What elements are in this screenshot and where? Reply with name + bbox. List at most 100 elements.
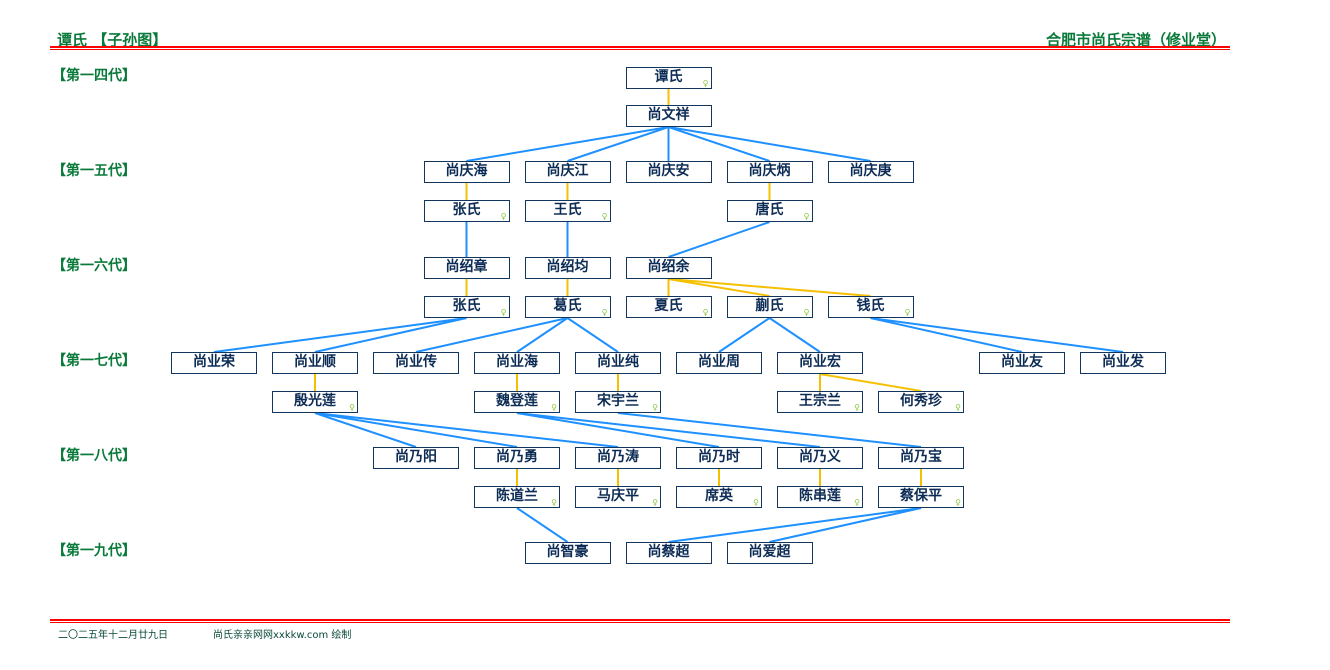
female-icon: ♀ [803, 308, 810, 317]
person-node[interactable]: 钱氏♀ [827, 296, 914, 318]
person-node[interactable]: 张氏♀ [423, 296, 510, 318]
person-node[interactable]: 王宗兰♀ [777, 391, 863, 413]
person-name: 尚文祥 [647, 107, 690, 123]
person-name: 席英 [705, 488, 733, 504]
person-node[interactable]: 张氏 ♀ [423, 200, 510, 222]
child-line [668, 126, 871, 162]
person-name: 尚智豪 [546, 544, 589, 560]
female-icon: ♀ [854, 498, 860, 507]
person-node[interactable]: 宋宇兰 ♀ [575, 391, 661, 413]
person-node[interactable]: 尚业发 [1080, 352, 1166, 374]
person-node[interactable]: 尚庆安 [625, 161, 712, 183]
child-line [516, 412, 821, 448]
person-node[interactable]: 尚庆江 [524, 161, 611, 183]
person-name: 张氏 [452, 298, 481, 314]
person-node[interactable]: 尚乃涛 [575, 447, 661, 469]
person-name: 葛氏 [553, 298, 582, 314]
person-node[interactable]: 夏氏♀ [625, 296, 712, 318]
person-name: 尚庆庚 [849, 163, 892, 179]
person-node[interactable]: 尚业友 [979, 352, 1065, 374]
female-icon: ♀ [955, 403, 961, 412]
female-icon: ♀ [349, 403, 355, 412]
female-icon: ♀ [652, 403, 658, 412]
person-node[interactable]: 尚业海 [474, 352, 560, 374]
person-name: 尚庆炳 [748, 163, 791, 179]
person-node[interactable]: 何秀珍♀ [878, 391, 964, 413]
footer-divider [50, 619, 1230, 623]
person-node[interactable]: 唐氏♀ [726, 200, 813, 222]
child-line [516, 317, 569, 353]
person-name: 尚爱超 [748, 544, 791, 560]
female-icon: ♀ [854, 403, 860, 412]
person-name: 蒯氏 [755, 298, 784, 314]
person-name: 尚庆江 [546, 163, 589, 179]
person-name: 尚蔡超 [647, 544, 690, 560]
person-name: 尚乃义 [799, 449, 841, 465]
person-node[interactable]: 尚庆海 [423, 161, 510, 183]
person-name: 尚庆安 [647, 163, 690, 179]
person-node[interactable]: 尚文祥 [625, 105, 712, 127]
person-node[interactable]: 谭氏♀ [625, 67, 712, 89]
person-name: 尚业荣 [193, 354, 235, 370]
person-node[interactable]: 尚蔡超 [625, 542, 712, 564]
person-node[interactable]: 尚爱超 [726, 542, 813, 564]
person-node[interactable]: 尚乃义 [777, 447, 863, 469]
person-node[interactable]: 尚智豪 [524, 542, 611, 564]
person-name: 陈串莲 [799, 488, 841, 504]
female-icon: ♀ [753, 498, 759, 507]
person-node[interactable]: 席英 ♀ [676, 486, 762, 508]
person-node[interactable]: 陈道兰♀ [474, 486, 560, 508]
person-node[interactable]: 尚乃时 [676, 447, 762, 469]
person-name: 宋宇兰 [597, 393, 639, 409]
child-line [415, 317, 568, 353]
person-node[interactable]: 尚业顺 [272, 352, 358, 374]
footer-credit: 尚氏亲亲网网xxkkw.com 绘制 [213, 630, 352, 641]
person-name: 尚乃时 [698, 449, 740, 465]
person-node[interactable]: 尚庆庚 [827, 161, 914, 183]
person-node[interactable]: 尚绍余 [625, 257, 712, 279]
person-node[interactable]: 陈串莲 ♀ [777, 486, 863, 508]
person-node[interactable]: 殷光莲♀ [272, 391, 358, 413]
person-name: 尚业海 [496, 354, 538, 370]
generation-label: 【第一六代】 [52, 258, 136, 274]
child-line [769, 507, 922, 543]
person-node[interactable]: 尚庆炳 [726, 161, 813, 183]
person-node[interactable]: 尚业荣 [171, 352, 257, 374]
person-name: 尚业顺 [294, 354, 336, 370]
person-name: 尚业友 [1001, 354, 1043, 370]
child-line [567, 126, 669, 162]
person-node[interactable]: 尚乃勇 [474, 447, 560, 469]
person-node[interactable]: 葛氏♀ [524, 296, 611, 318]
person-node[interactable]: 尚业宏 [777, 352, 863, 374]
person-node[interactable]: 蔡保平♀ [878, 486, 964, 508]
child-line [668, 126, 770, 162]
person-node[interactable]: 尚绍均 [524, 257, 611, 279]
person-name: 尚乃勇 [496, 449, 538, 465]
child-line [516, 507, 569, 543]
person-node[interactable]: 蒯氏 ♀ [726, 296, 813, 318]
generation-label: 【第一九代】 [52, 543, 136, 559]
person-name: 尚乃宝 [900, 449, 942, 465]
female-icon: ♀ [702, 79, 709, 88]
person-node[interactable]: 王氏♀ [524, 200, 611, 222]
person-node[interactable]: 马庆平 ♀ [575, 486, 661, 508]
person-node[interactable]: 尚业周 [676, 352, 762, 374]
child-line [466, 126, 669, 162]
person-name: 尚乃涛 [597, 449, 639, 465]
person-node[interactable]: 魏登莲♀ [474, 391, 560, 413]
child-line [566, 317, 619, 353]
person-name: 马庆平 [597, 488, 639, 504]
person-name: 王氏 [553, 202, 582, 218]
person-node[interactable]: 尚业纯 [575, 352, 661, 374]
child-line [870, 317, 1124, 353]
person-name: 尚业周 [698, 354, 740, 370]
person-name: 张氏 [452, 202, 481, 218]
person-node[interactable]: 尚乃宝 [878, 447, 964, 469]
female-icon: ♀ [652, 498, 658, 507]
person-node[interactable]: 尚乃阳 [373, 447, 459, 469]
generation-label: 【第一八代】 [52, 448, 136, 464]
person-node[interactable]: 尚绍章 [423, 257, 510, 279]
female-icon: ♀ [500, 212, 507, 221]
person-node[interactable]: 尚业传 [373, 352, 459, 374]
